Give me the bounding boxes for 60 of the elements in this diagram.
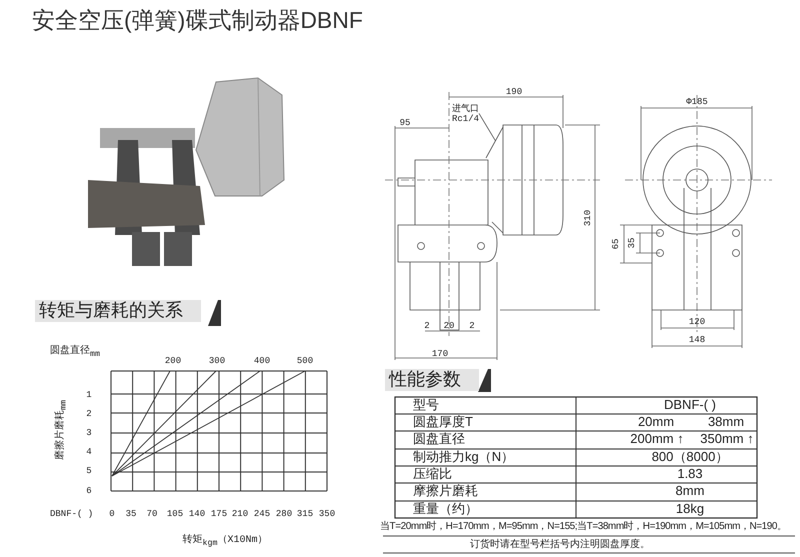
tick-label: 350 [318,510,336,520]
table-cell-text: 18kg [676,502,704,516]
tick-label: 5 [86,467,92,477]
tick-label: 280 [276,510,292,520]
tick-label: 1 [86,391,92,401]
tick-label: 300 [208,357,226,367]
note: 当T=20mm时，H=170mm，M=95mm，N=155;当T=38mm时，H=190mm，M=105mm，N=190。 [380,521,787,532]
note: 订货时请在型号栏括号内注明圆盘厚度。 [470,539,650,550]
axis-title: 圆盘直径$_{mm}$ [50,346,100,360]
dimension-label: 95 [400,119,410,129]
dimension-label: 35 [628,238,638,248]
leader-line [478,113,496,142]
title: 安全空压(弹簧)碟式制动器DBNF [32,8,363,34]
table-cell-text: 圆盘厚度T [413,415,473,430]
tick-label: 6 [86,487,92,497]
tick-label: 315 [296,510,314,520]
tick-label: 0 [109,510,115,520]
table-cell-text: DBNF-( ) [664,398,716,412]
table-cell-text: 制动推力kg（N） [413,450,514,464]
tick-label: 70 [146,510,158,520]
dimension-label: Φ185 [686,98,708,108]
table-cell-text: 8mm [676,484,704,498]
table-cell-text: 38mm [708,415,744,430]
section-heading: 性能参数 [385,369,479,391]
air-inlet-cone [485,126,504,159]
table-cell-text: 压缩比 [413,467,452,482]
axis-title: 转矩$_{kgm}$（X10Nm） [182,535,268,548]
tick-label: 2 [86,410,92,420]
dimension-label: 310 [584,210,594,226]
table-cell-text: 摩擦片磨耗 [413,484,478,498]
tick-label: 3 [86,429,92,439]
tick-label: 105 [166,510,184,520]
tick-label: 4 [86,448,92,458]
table-cell-text: 800（8000） [652,450,728,464]
table-cell-text: 350mm ↑ [700,432,754,446]
dimension-label: 2 [424,322,430,332]
table-cell-text: 型号 [413,398,439,412]
table-cell-text: 重量（约） [413,502,478,516]
dimension-label: 148 [688,336,706,346]
tick-label: 500 [296,357,314,367]
dimension-label: 170 [432,350,448,360]
tick-label: 200 [164,357,182,367]
tick-label: 175 [210,510,228,520]
dimension-label: 120 [688,318,706,328]
table-cell-text: 圆盘直径 [413,432,465,446]
dimension-label: 65 [612,238,622,250]
tick-label: 140 [188,510,206,520]
table-cell-text: 1.83 [677,467,703,482]
tick-label: 400 [254,357,270,367]
dimension-label: 190 [506,88,522,98]
dimension-label: 2 [469,322,475,332]
axis-title: DBNF-( ) [50,510,94,520]
leader-text: 进气口 Rc1/4 [452,104,480,125]
tick-label: 245 [254,510,270,520]
table-cell-text: 200mm ↑ [630,432,684,446]
tick-label: 210 [232,510,248,520]
section-heading: 转矩与磨耗的关系 [35,300,201,322]
dimension-label: 20 [444,322,454,332]
tick-label: 35 [126,510,136,520]
table-cell-text: 20mm [638,415,674,430]
